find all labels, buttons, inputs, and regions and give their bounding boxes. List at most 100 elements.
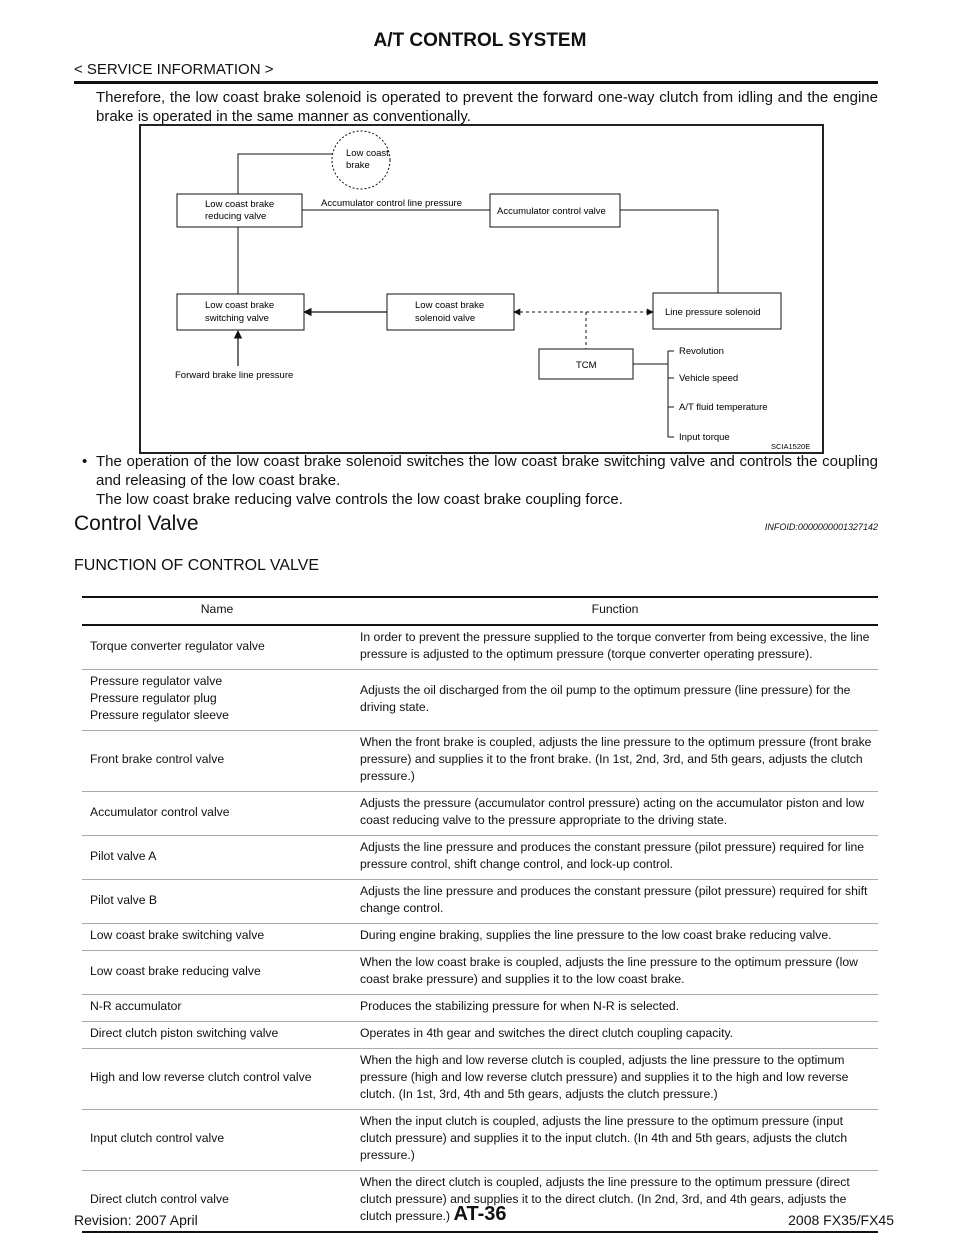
valve-function: Adjusts the line pressure and produces t… (352, 835, 878, 880)
table-row: High and low reverse clutch control valv… (82, 1048, 878, 1110)
valve-function: Produces the stabilizing pressure for wh… (352, 994, 878, 1022)
valve-name: Low coast brake switching valve (82, 923, 352, 951)
valve-function: Adjusts the line pressure and produces t… (352, 879, 878, 924)
info-id: INFOID:0000000001327142 (764, 522, 878, 532)
footer-model: 2008 FX35/FX45 (788, 1212, 894, 1228)
line-accumulator-to-solenoid (620, 209, 719, 293)
input-revolution: Revolution (679, 346, 724, 357)
line-pressure-solenoid-label: Line pressure solenoid (665, 307, 761, 318)
reducing-valve-label-1: Low coast brake (205, 199, 274, 210)
control-diagram-svg: Low coast brake Low coast brake reducing… (175, 130, 810, 451)
input-bus-line (633, 351, 669, 437)
valve-name: Pilot valve A (82, 835, 352, 880)
valve-name-line: Pressure regulator sleeve (90, 708, 229, 722)
switching-valve-label-1: Low coast brake (205, 300, 274, 311)
line-reducing-to-brake (237, 153, 332, 194)
valve-name: Low coast brake reducing valve (82, 950, 352, 995)
valve-name-line: Input clutch control valve (90, 1131, 225, 1145)
table-row: Pilot valve A Adjusts the line pressure a… (82, 835, 878, 880)
valve-name-line: Low coast brake reducing valve (90, 963, 261, 978)
low-coast-brake-node (331, 130, 391, 190)
valve-function: In order to prevent the pressure supplie… (352, 625, 878, 670)
input-vehicle-speed: Vehicle speed (679, 373, 738, 384)
valve-function: During engine braking, supplies the line… (352, 923, 878, 951)
bullet-text-2: The low coast brake reducing valve contr… (96, 491, 623, 508)
accumulator-line-label: Accumulator control line pressure (321, 198, 462, 209)
valve-name-line: Torque converter regulator valve (90, 638, 265, 653)
valve-name-line: Direct clutch control valve (90, 1192, 229, 1206)
control-diagram: Low coast brake Low coast brake reducing… (139, 124, 824, 454)
valve-function: When the low coast brake is coupled, adj… (352, 950, 878, 995)
forward-brake-line-label: Forward brake line pressure (175, 370, 293, 381)
valve-name: N-R accumulator (82, 994, 352, 1022)
line-pressure-solenoid-box (652, 292, 782, 330)
valve-name: Front brake control valve (82, 730, 352, 792)
valve-function: Operates in 4th gear and switches the di… (352, 1021, 878, 1049)
table-body: Torque converter regulator valve In order… (82, 625, 878, 1233)
valve-name-line: Pilot valve B (90, 892, 158, 907)
valve-name-line: Direct clutch piston switching valve (90, 1026, 279, 1040)
low-coast-brake-label-1: Low coast (346, 148, 389, 159)
header-function: Function (352, 596, 878, 626)
footer-page-number: AT-36 (453, 1203, 507, 1225)
valve-name-line: Pilot valve A (90, 848, 157, 863)
solenoid-valve-box (386, 293, 515, 331)
header-rule (74, 81, 878, 84)
valve-function: Adjusts the oil discharged from the oil … (352, 669, 878, 731)
table-row: Torque converter regulator valve In order… (82, 625, 878, 670)
valve-name-line: Pressure regulator valve (90, 674, 223, 688)
valve-name-line: Low coast brake switching valve (90, 928, 265, 942)
section-title: Control Valve (74, 512, 199, 535)
low-coast-brake-label-2: brake (346, 160, 370, 171)
bullet-text-1: The operation of the low coast brake sol… (96, 453, 878, 489)
header-name: Name (82, 596, 352, 626)
valve-name: High and low reverse clutch control valv… (82, 1048, 352, 1110)
section-breadcrumb: < SERVICE INFORMATION > (74, 61, 274, 78)
accumulator-control-valve-label: Accumulator control valve (497, 206, 606, 217)
valve-name-line: Front brake control valve (90, 752, 225, 766)
valve-name: Direct clutch piston switching valve (82, 1021, 352, 1049)
valve-name-line: Pressure regulator plug (90, 691, 217, 705)
valve-function: When the high and low reverse clutch is … (352, 1048, 878, 1110)
valve-name-line: High and low reverse clutch control valv… (90, 1070, 312, 1084)
valve-name: Input clutch control valve (82, 1109, 352, 1171)
reducing-valve-label-2: reducing valve (205, 211, 266, 222)
tcm-box (538, 348, 634, 380)
valve-function: When the direct clutch is coupled, adjus… (352, 1170, 878, 1233)
valve-function: Adjusts the pressure (accumulator contro… (352, 791, 878, 836)
footer-revision: Revision: 2007 April (74, 1212, 198, 1228)
accumulator-control-valve-box (489, 193, 621, 228)
table-row: Pilot valve B Adjusts the line pressure a… (82, 879, 878, 924)
intro-paragraph: Therefore, the low coast brake solenoid … (96, 89, 878, 125)
valve-function: When the front brake is coupled, adjusts… (352, 730, 878, 792)
bullet-dot: • (82, 453, 88, 470)
valve-name: Pilot valve B (82, 879, 352, 924)
input-fluid-temperature: A/T fluid temperature (679, 402, 768, 413)
page-title: A/T CONTROL SYSTEM (373, 30, 587, 51)
valve-name: Torque converter regulator valve (82, 625, 352, 670)
valve-name: Direct clutch control valve (82, 1170, 352, 1233)
table-row: Front brake control valve When the front … (82, 730, 878, 792)
table-row: N-R accumulator Produces the stabilizing … (82, 994, 878, 1022)
table-row: Input clutch control valve When the input… (82, 1109, 878, 1171)
table-row: Direct clutch control valve When the dire… (82, 1170, 878, 1233)
table-row: Low coast brake reducing valve When the l… (82, 950, 878, 995)
solenoid-valve-label-2: solenoid valve (415, 313, 475, 324)
input-torque: Input torque (679, 432, 730, 443)
figure-code: SCIA1520E (771, 442, 810, 451)
control-valve-table: Name Function Torque converter regulator… (82, 596, 878, 1233)
tcm-label: TCM (576, 360, 597, 371)
table-header-row: Name Function (82, 596, 878, 626)
sub-heading: FUNCTION OF CONTROL VALVE (74, 557, 320, 574)
valve-function: When the input clutch is coupled, adjust… (352, 1109, 878, 1171)
valve-name: Accumulator control valve (82, 791, 352, 836)
switching-valve-box (176, 293, 305, 331)
switching-valve-label-2: switching valve (205, 313, 269, 324)
valve-name-line: N-R accumulator (90, 999, 182, 1013)
table-row: Low coast brake switching valve During en… (82, 923, 878, 951)
reducing-valve-box (176, 193, 303, 228)
bullet-item: • The operation of the low coast brake s… (82, 452, 878, 509)
